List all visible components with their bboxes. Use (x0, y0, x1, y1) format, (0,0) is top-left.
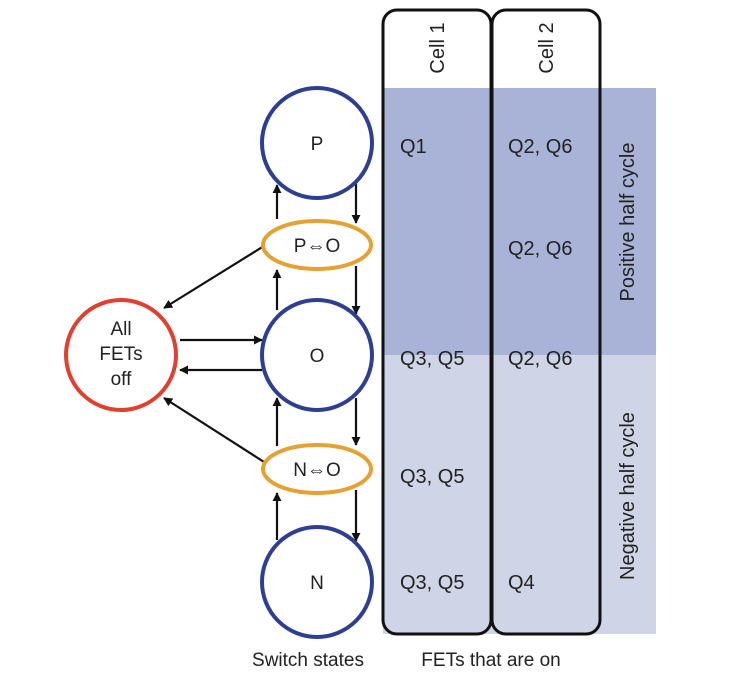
state-n-node (260, 525, 374, 639)
fets-p-cell1: Q1 (400, 136, 427, 158)
fets-p-cell2: Q2, Q6 (508, 136, 572, 158)
state-p-o-label: P⇔O (294, 236, 340, 257)
transition-arrows (163, 182, 361, 542)
fets-o-cell1: Q3, Q5 (400, 348, 464, 370)
state-all-fets-off-label-2: FETs (99, 344, 142, 365)
state-p-node (260, 86, 374, 200)
fets-on-caption: FETs that are on (421, 650, 560, 671)
negative-half-cycle-band (383, 355, 656, 634)
fets-n-cell1: Q3, Q5 (400, 572, 464, 594)
state-all-fets-off-node (64, 298, 178, 412)
negative-half-cycle-label: Negative half cycle (617, 412, 639, 580)
state-n-o-label: N⇔O (293, 460, 341, 481)
switch-states-caption: Switch states (252, 650, 364, 671)
state-p-label: P (311, 134, 324, 155)
positive-half-cycle-label: Positive half cycle (617, 143, 639, 302)
fets-n-cell2: Q4 (508, 572, 535, 594)
state-n-label: N (310, 573, 324, 594)
state-all-fets-off-label-3: off (111, 369, 133, 390)
positive-half-cycle-band (383, 88, 656, 355)
cell-1-header: Cell 1 (427, 22, 449, 73)
state-o-node (260, 298, 374, 412)
arrow-po-to-all-off (163, 245, 265, 309)
state-n-o-node (261, 443, 373, 495)
cell-2-column (490, 8, 602, 636)
state-all-fets-off-label-1: All (110, 319, 131, 340)
fets-o-cell2: Q2, Q6 (508, 348, 572, 370)
fets-p-o-cell2: Q2, Q6 (508, 238, 572, 260)
state-p-o-node (261, 219, 373, 271)
arrow-no-to-all-off (163, 397, 265, 463)
cell-2-header: Cell 2 (536, 22, 558, 73)
fets-n-o-cell1: Q3, Q5 (400, 466, 464, 488)
state-o-label: O (310, 346, 325, 367)
